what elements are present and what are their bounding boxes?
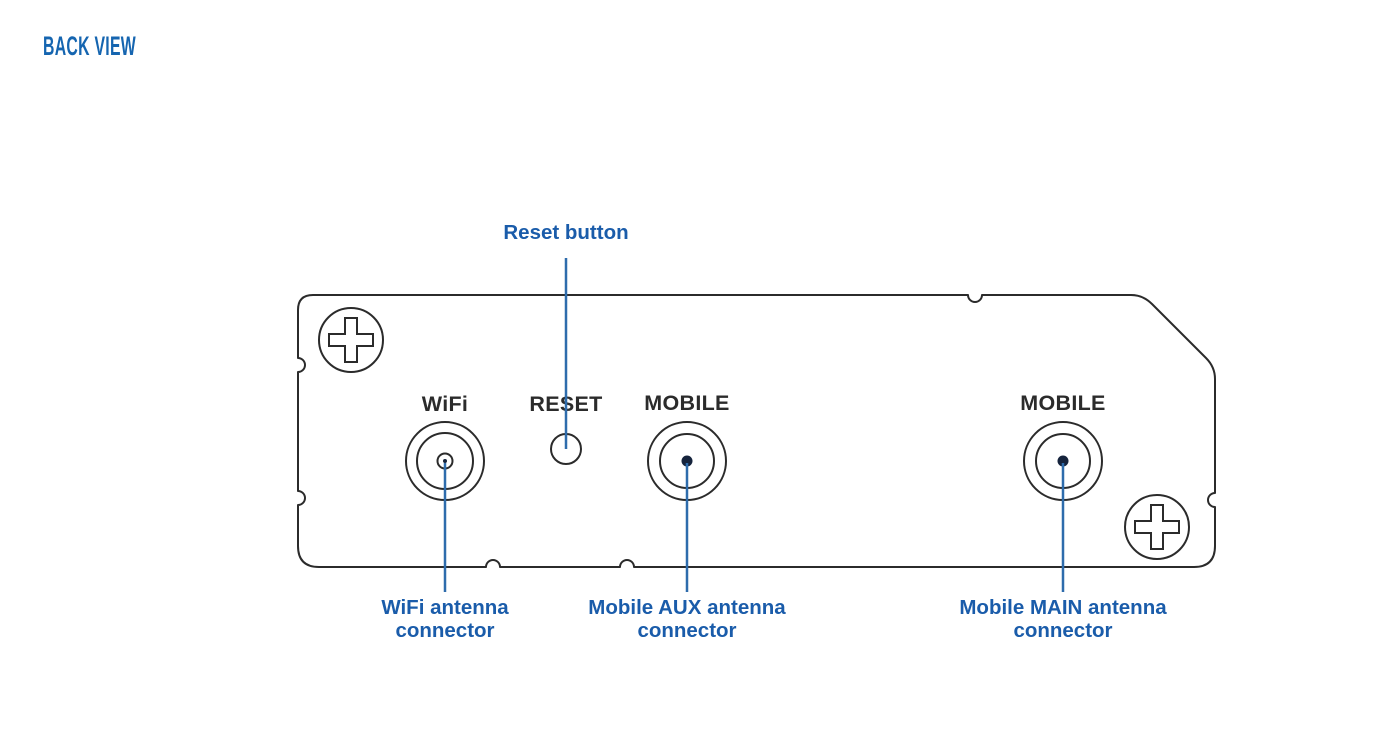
panel-label-wifi: WiFi <box>422 392 468 416</box>
screw-cross <box>328 317 374 363</box>
panel-label-mobile-aux: MOBILE <box>644 391 729 415</box>
connector-pin <box>681 455 693 467</box>
page-title: BACK VIEW <box>43 31 136 61</box>
connector-pin <box>1057 455 1069 467</box>
panel-label-mobile-main: MOBILE <box>1020 391 1105 415</box>
callout-labels: Reset button WiFi antenna connector Mobi… <box>381 221 1167 642</box>
phillips-screw-icon <box>1124 494 1190 560</box>
phillips-screw-icon <box>318 307 384 373</box>
callout-mobile-aux-line1: Mobile AUX antenna <box>588 596 786 619</box>
callout-mobile-main-line2: connector <box>1013 619 1112 642</box>
callout-wifi-line1: WiFi antenna <box>381 596 509 619</box>
device-panel: WiFi RESET MOBILE MOBILE <box>297 294 1216 568</box>
callout-reset-button: Reset button <box>503 221 628 244</box>
callout-mobile-aux-line2: connector <box>637 619 736 642</box>
screw-cross <box>1134 504 1180 550</box>
connector-pin <box>443 459 447 463</box>
callout-leader-lines <box>443 258 1065 592</box>
callout-mobile-main-line1: Mobile MAIN antenna <box>959 596 1167 619</box>
panel-outline <box>297 294 1216 568</box>
callout-wifi-line2: connector <box>395 619 494 642</box>
